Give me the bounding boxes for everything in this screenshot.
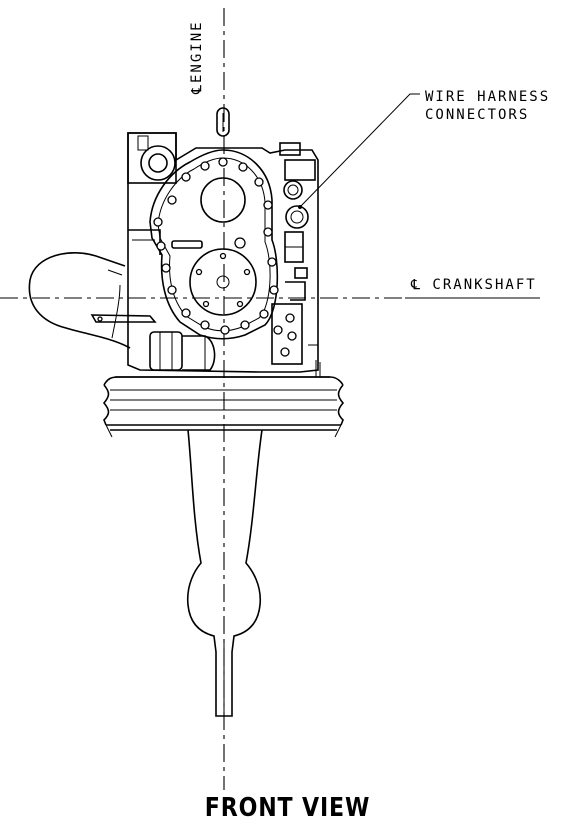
engine-centerline-label: ℄ENGINE bbox=[189, 20, 205, 94]
lower-fitting bbox=[149, 331, 216, 371]
intake-elbow-inner bbox=[107, 269, 123, 339]
crankshaft-centerline-label: ℄ CRANKSHAFT bbox=[411, 277, 537, 293]
sump-tube bbox=[186, 429, 263, 717]
intake-elbow bbox=[28, 252, 131, 349]
intake-bracket bbox=[90, 314, 157, 323]
engine-block-outline bbox=[127, 132, 319, 373]
left-accessory bbox=[127, 132, 177, 255]
crankshaft-gear bbox=[189, 248, 257, 316]
right-side-components bbox=[271, 142, 318, 365]
gear-cover-inner bbox=[157, 157, 271, 332]
cam-gear-hub bbox=[234, 237, 246, 249]
cam-gear bbox=[200, 177, 246, 223]
view-title: FRONT VIEW bbox=[204, 793, 371, 823]
lifting-eye bbox=[216, 107, 230, 137]
gear-cover bbox=[149, 149, 279, 340]
crank-gear-bolts bbox=[195, 252, 251, 308]
oil-pan bbox=[102, 376, 345, 438]
crankshaft-hub bbox=[216, 275, 230, 289]
wire-harness-leader bbox=[299, 93, 420, 208]
wire-harness-label-line1: WIRE HARNESS bbox=[425, 89, 551, 105]
cover-slot bbox=[171, 240, 203, 249]
wire-harness-label-line2: CONNECTORS bbox=[425, 107, 530, 123]
cover-bolts bbox=[153, 157, 279, 335]
